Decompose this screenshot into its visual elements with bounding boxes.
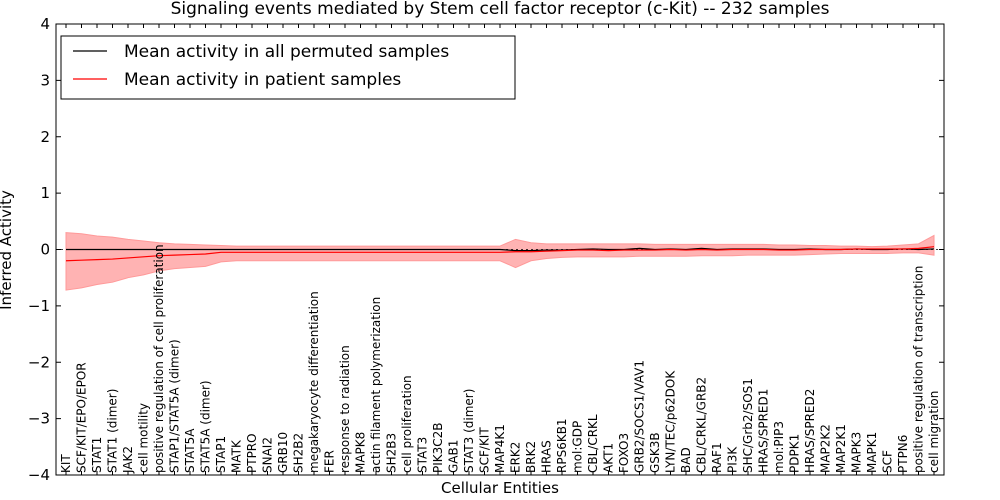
x-tick-label: PI3K [726, 446, 740, 473]
x-tick-label: MAP2K1 [834, 424, 848, 473]
x-tick-label: STAT5A [183, 428, 197, 473]
x-tick-label: PDPK1 [788, 434, 802, 473]
x-tick-label: STAT5A (dimer) [199, 380, 213, 473]
y-tick-label: −4 [28, 466, 50, 484]
x-tick-label: mol:GDP [571, 421, 585, 473]
x-tick-label: HRAS [540, 440, 554, 473]
x-tick-label: SHC/Grb2/SOS1 [741, 378, 755, 473]
x-tick-label: SNAI2 [261, 437, 275, 473]
x-tick-label: PIK3C2B [431, 422, 445, 473]
x-tick-label: LYN/TEC/p62DOK [664, 370, 678, 473]
patient-activity-band [65, 232, 935, 291]
x-tick-label: SCF [881, 450, 895, 473]
x-tick-label: RAF1 [710, 442, 724, 473]
chart-title: Signaling events mediated by Stem cell f… [171, 0, 830, 19]
x-tick-label: AKT1 [602, 443, 616, 473]
x-tick-label: SCF/KIT [478, 427, 492, 473]
x-tick-label: GAB1 [447, 440, 461, 473]
x-tick-label: ERK2 [509, 442, 523, 473]
x-tick-label: cell motility [137, 403, 151, 473]
x-tick-label: MAP2K2 [819, 424, 833, 473]
x-tick-label: SH2B3 [385, 433, 399, 473]
y-tick-labels: −4 −3 −2 −1 0 1 2 3 4 [28, 15, 944, 484]
x-tick-label: MAPK3 [850, 432, 864, 473]
x-tick-label: BRK2 [524, 441, 538, 473]
x-tick-label: HRAS/SPRED1 [757, 389, 771, 473]
x-tick-label: SCF/KIT/EPO/EPOR [75, 362, 89, 473]
x-tick-label: GRB10 [276, 432, 290, 473]
x-tick-label: JAK2 [121, 446, 135, 474]
x-tick-label: cell proliferation [400, 375, 414, 473]
legend-box [60, 35, 516, 100]
x-axis-label: Cellular Entities [441, 479, 559, 497]
y-axis-label: Inferred Activity [0, 190, 15, 310]
legend-label-patient: Mean activity in patient samples [124, 70, 401, 90]
x-tick-label: MAPK8 [354, 432, 368, 473]
x-tick-label: MAPK1 [865, 432, 879, 473]
x-tick-label: megakaryocyte differentiation [307, 291, 321, 473]
y-tick-label: 1 [40, 184, 50, 202]
y-tick-label: −1 [28, 297, 50, 315]
y-tick-label: 4 [40, 15, 50, 33]
y-tick-label: −3 [28, 410, 50, 428]
x-tick-label: FOXO3 [617, 433, 631, 473]
y-tick-label: 2 [40, 128, 50, 146]
x-tick-label: STAT3 (dimer) [462, 389, 476, 473]
x-tick-label: PTPN6 [896, 435, 910, 473]
x-tick-label: HRAS/SPRED2 [803, 389, 817, 473]
series-line-patient [65, 246, 935, 262]
y-tick-label: 0 [40, 241, 50, 259]
x-tick-label: STAP1/STAT5A (dimer) [168, 339, 182, 473]
x-tick-label: response to radiation [338, 345, 352, 473]
x-tick-label: STAT3 [416, 437, 430, 473]
x-tick-label: STAP1 [214, 436, 228, 473]
x-tick-label: PTPRO [245, 433, 259, 473]
y-tick-label: −2 [28, 353, 50, 371]
x-tick-label: STAT1 (dimer) [106, 389, 120, 473]
x-tick-label: GRB2/SOCS1/VAV1 [633, 360, 647, 473]
x-tick-label: cell migration [927, 391, 941, 473]
x-tick-label: RPS6KB1 [555, 418, 569, 473]
x-tick-label: MAP4K1 [493, 424, 507, 473]
x-tick-label: mol:PIP3 [772, 421, 786, 473]
x-tick-label: positive regulation of cell proliferatio… [152, 244, 166, 473]
x-tick-label: CBL/CRKL/GRB2 [695, 377, 709, 473]
x-tick-label: FER [323, 450, 337, 473]
legend: Mean activity in all permuted samples Me… [60, 35, 516, 100]
x-tick-label: actin filament polymerization [369, 297, 383, 473]
x-tick-label: STAT1 [90, 437, 104, 473]
x-tick-label: positive regulation of transcription [912, 266, 926, 473]
x-tick-label: SH2B2 [292, 433, 306, 473]
x-tick-label: MATK [230, 439, 244, 473]
x-tick-label: KIT [59, 454, 73, 473]
x-tick-label: GSK3B [648, 432, 662, 473]
y-tick-label: 3 [40, 71, 50, 89]
x-tick-label: CBL/CRKL [586, 414, 600, 473]
x-tick-label: BAD [679, 447, 693, 473]
legend-label-permuted: Mean activity in all permuted samples [124, 42, 449, 62]
